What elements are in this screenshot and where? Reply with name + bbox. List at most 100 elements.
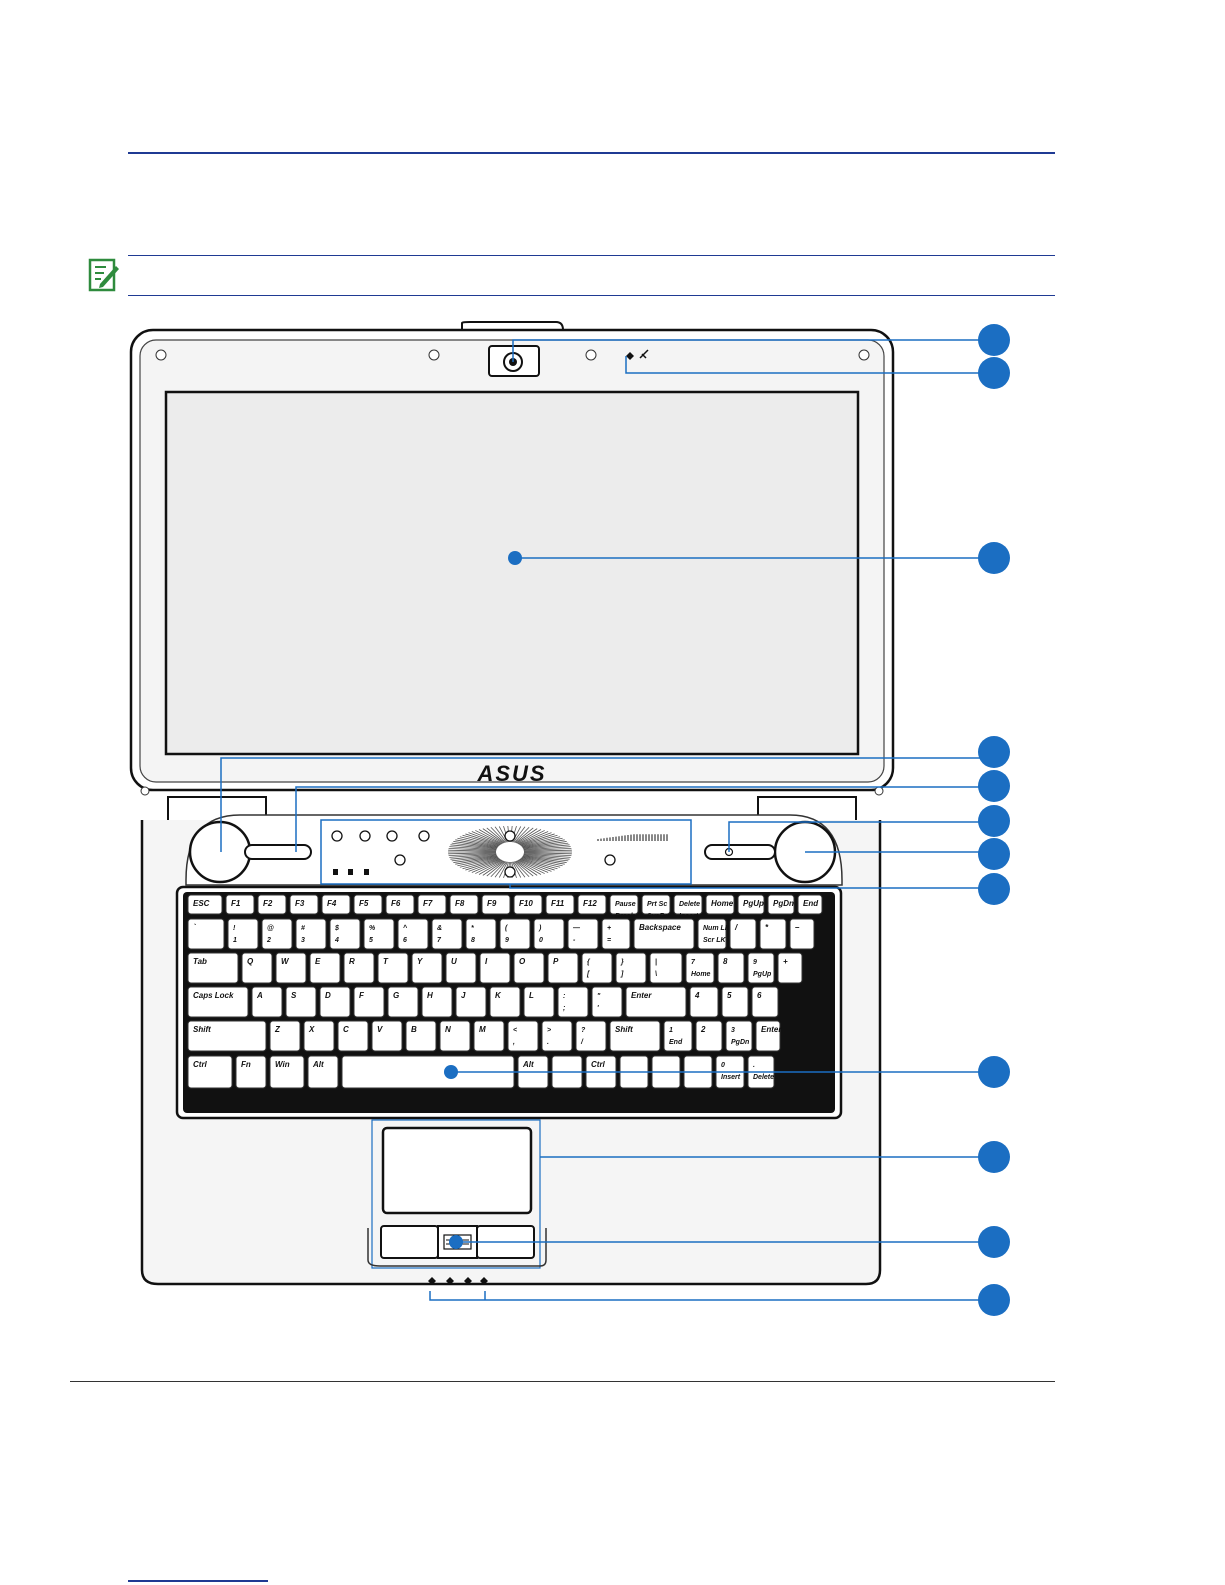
- key[interactable]: F4: [321, 894, 351, 915]
- key[interactable]: F3: [289, 894, 319, 915]
- key[interactable]: F12: [577, 894, 607, 915]
- key[interactable]: @2: [261, 918, 293, 950]
- key[interactable]: End: [797, 894, 823, 915]
- key[interactable]: Z: [269, 1020, 301, 1052]
- key[interactable]: >.: [541, 1020, 573, 1052]
- key[interactable]: 6: [751, 986, 779, 1018]
- key[interactable]: S: [285, 986, 317, 1018]
- key[interactable]: F10: [513, 894, 543, 915]
- key[interactable]: <,: [507, 1020, 539, 1052]
- key[interactable]: F11: [545, 894, 575, 915]
- key[interactable]: F1: [225, 894, 255, 915]
- key[interactable]: #3: [295, 918, 327, 950]
- key[interactable]: %5: [363, 918, 395, 950]
- instant-key-icon[interactable]: [604, 854, 616, 866]
- key[interactable]: *8: [465, 918, 497, 950]
- instant-key-icon[interactable]: [359, 830, 371, 842]
- key[interactable]: +=: [601, 918, 631, 950]
- key[interactable]: Fn: [235, 1055, 267, 1089]
- key[interactable]: A: [251, 986, 283, 1018]
- key[interactable]: `: [187, 918, 225, 950]
- key[interactable]: X: [303, 1020, 335, 1052]
- key[interactable]: ESC: [187, 894, 223, 915]
- key[interactable]: F6: [385, 894, 415, 915]
- instant-key-icon[interactable]: [418, 830, 430, 842]
- key[interactable]: Shift: [609, 1020, 661, 1052]
- key[interactable]: F2: [257, 894, 287, 915]
- key[interactable]: 2: [695, 1020, 723, 1052]
- dial-arrow-icon[interactable]: [504, 866, 516, 878]
- key[interactable]: Ctrl: [187, 1055, 233, 1089]
- touchpad[interactable]: [381, 1126, 533, 1215]
- key[interactable]: F7: [417, 894, 447, 915]
- key[interactable]: C: [337, 1020, 369, 1052]
- key[interactable]: Enter: [625, 986, 687, 1018]
- key[interactable]: P: [547, 952, 579, 984]
- key[interactable]: N: [439, 1020, 471, 1052]
- key[interactable]: PgDn: [767, 894, 795, 915]
- instant-key-icon[interactable]: [331, 830, 343, 842]
- key[interactable]: R: [343, 952, 375, 984]
- key[interactable]: 8: [717, 952, 745, 984]
- key[interactable]: F9: [481, 894, 511, 915]
- key[interactable]: !1: [227, 918, 259, 950]
- key[interactable]: —-: [567, 918, 599, 950]
- key[interactable]: T: [377, 952, 409, 984]
- key[interactable]: *: [759, 918, 787, 950]
- key[interactable]: &7: [431, 918, 463, 950]
- key[interactable]: F: [353, 986, 385, 1018]
- key[interactable]: G: [387, 986, 419, 1018]
- key[interactable]: –: [789, 918, 815, 950]
- key[interactable]: 4: [689, 986, 719, 1018]
- key[interactable]: V: [371, 1020, 403, 1052]
- key[interactable]: $4: [329, 918, 361, 950]
- instant-key-icon[interactable]: [394, 854, 406, 866]
- key[interactable]: (9: [499, 918, 531, 950]
- power-button[interactable]: [704, 844, 776, 860]
- key[interactable]: E: [309, 952, 341, 984]
- key[interactable]: M: [473, 1020, 505, 1052]
- instant-key-icon[interactable]: [386, 830, 398, 842]
- key[interactable]: D: [319, 986, 351, 1018]
- key[interactable]: +: [777, 952, 803, 984]
- key[interactable]: Q: [241, 952, 273, 984]
- key[interactable]: |\: [649, 952, 683, 984]
- key[interactable]: Backspace: [633, 918, 695, 950]
- key[interactable]: Home: [705, 894, 735, 915]
- key[interactable]: L: [523, 986, 555, 1018]
- key[interactable]: U: [445, 952, 477, 984]
- key[interactable]: :;: [557, 986, 589, 1018]
- key[interactable]: 5: [721, 986, 749, 1018]
- key[interactable]: H: [421, 986, 453, 1018]
- key[interactable]: W: [275, 952, 307, 984]
- key[interactable]: Caps Lock: [187, 986, 249, 1018]
- key[interactable]: )0: [533, 918, 565, 950]
- touch-dial[interactable]: [448, 825, 572, 879]
- key[interactable]: I: [479, 952, 511, 984]
- key[interactable]: "': [591, 986, 623, 1018]
- key[interactable]: F8: [449, 894, 479, 915]
- key[interactable]: O: [513, 952, 545, 984]
- key[interactable]: Shift: [187, 1020, 267, 1052]
- key[interactable]: {[: [581, 952, 613, 984]
- key[interactable]: }]: [615, 952, 647, 984]
- key[interactable]: PgUp: [737, 894, 765, 915]
- key[interactable]: ?/: [575, 1020, 607, 1052]
- dial-arrow-icon[interactable]: [504, 830, 516, 842]
- left-click-button[interactable]: [380, 1225, 439, 1259]
- key[interactable]: J: [455, 986, 487, 1018]
- key[interactable]: B: [405, 1020, 437, 1052]
- key[interactable]: Win: [269, 1055, 305, 1089]
- key[interactable]: Alt: [307, 1055, 339, 1089]
- key[interactable]: Tab: [187, 952, 239, 984]
- key[interactable]: F5: [353, 894, 383, 915]
- key[interactable]: /: [729, 918, 757, 950]
